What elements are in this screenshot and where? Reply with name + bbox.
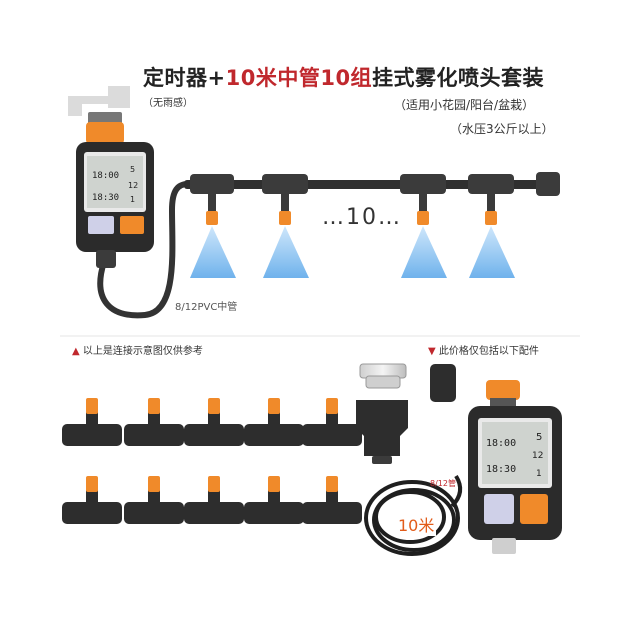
svg-text:1: 1 [536, 469, 542, 479]
supply-hose [97, 181, 191, 319]
note-price-includes: ▼ 此价格仅包括以下配件 [428, 342, 539, 357]
svg-text:18:30: 18:30 [486, 464, 516, 475]
hose-coil [364, 474, 463, 556]
svg-text:12: 12 [128, 181, 138, 190]
down-triangle-icon: ▼ [428, 346, 436, 357]
subtitle-applicable: （适用小花园/阳台/盆栽） [394, 98, 535, 112]
svg-text:18:00: 18:00 [486, 438, 516, 449]
subtitle-no-rain-sensor: （无雨感） [143, 98, 193, 109]
note-right-text: 此价格仅包括以下配件 [438, 346, 539, 357]
timer-device-top: 18:00 18:30 5 12 1 [76, 112, 154, 268]
faucet-adapter-parts [356, 363, 456, 464]
hose-size-label: 8/12管 [430, 479, 456, 488]
hose-length-label: 10米 [396, 512, 437, 536]
title-part3: 挂式雾化喷头套装 [372, 66, 545, 90]
nozzle-tee-parts [62, 398, 362, 524]
warning-triangle-icon: ▲ [72, 346, 80, 357]
svg-text:18:30: 18:30 [92, 193, 119, 203]
note-left-text: 以上是连接示意图仅供参考 [82, 346, 203, 357]
svg-text:1: 1 [130, 195, 135, 204]
subtitle-pressure: （水压3公斤以上） [450, 122, 554, 136]
note-diagram-reference: ▲ 以上是连接示意图仅供参考 [72, 342, 203, 357]
svg-text:5: 5 [536, 432, 542, 443]
timer-device-bottom: 18:00 18:30 5 12 1 [468, 380, 562, 554]
product-title: 定时器+10米中管10组挂式雾化喷头套装 [143, 62, 544, 92]
title-part2: 10米中管10组 [225, 66, 373, 90]
title-part1: 定时器+ [143, 66, 226, 90]
quantity-ellipsis: …10… [322, 205, 402, 230]
spray-mist-icons [190, 226, 515, 278]
svg-text:18:00: 18:00 [92, 171, 119, 181]
svg-text:5: 5 [130, 165, 135, 174]
svg-text:12: 12 [532, 451, 543, 461]
faucet-icon [68, 86, 130, 116]
pipe-size-label: 8/12PVC中管 [175, 302, 238, 313]
tee-fittings [190, 172, 560, 225]
